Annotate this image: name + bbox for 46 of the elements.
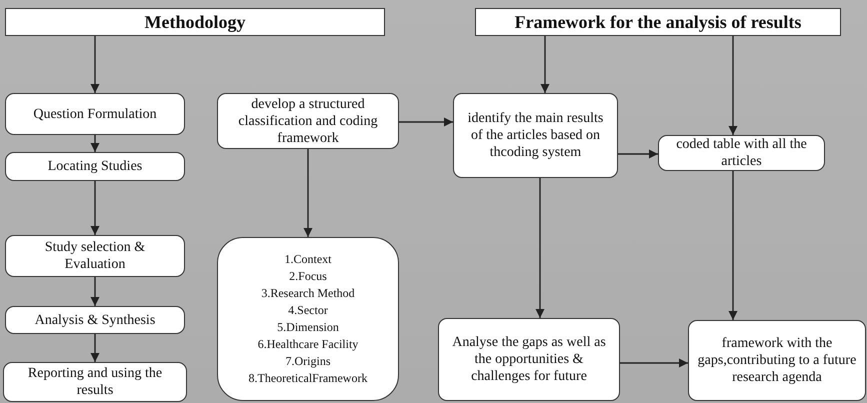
list-item: 6.Healthcare Facility	[258, 336, 358, 353]
list-item: 1.Context	[284, 251, 332, 268]
process-box	[3, 362, 187, 402]
list-item: 5.Dimension	[277, 319, 339, 336]
arrow	[399, 118, 453, 126]
list-item: 4.Sector	[288, 302, 328, 319]
step-text: Analyse the gaps as well as the opportunities & challenges for future	[451, 334, 607, 385]
step-text: identify the main results of the articles based on thcoding system	[466, 110, 604, 161]
arrow	[536, 178, 544, 318]
process-box	[5, 93, 185, 135]
list-item: 2.Focus	[289, 268, 327, 285]
arrow	[728, 36, 738, 135]
header-box	[475, 8, 841, 36]
process-box	[453, 93, 618, 178]
arrow	[728, 171, 738, 320]
arrow	[90, 135, 100, 152]
list-box	[217, 237, 399, 401]
arrow	[90, 181, 100, 235]
arrow	[90, 36, 100, 93]
process-box	[688, 320, 866, 401]
step-text: Study selection & Evaluation	[44, 239, 146, 273]
process-box	[438, 318, 620, 401]
arrow	[540, 36, 550, 93]
process-box	[5, 235, 185, 277]
step-text: Locating Studies	[48, 158, 142, 175]
process-box	[658, 135, 825, 171]
arrow	[90, 277, 100, 306]
step-text: Reporting and using the results	[26, 365, 164, 399]
list-item: 7.Origins	[286, 353, 330, 370]
step-text: Analysis & Synthesis	[34, 312, 156, 328]
arrow	[618, 150, 658, 158]
process-box	[5, 152, 185, 181]
step-text: coded table with all the articles	[675, 136, 808, 170]
step-text: framework with the gaps,contributing to a future research agenda	[697, 335, 857, 386]
list-item: 8.TheoreticalFramework	[248, 370, 368, 387]
arrow	[304, 149, 312, 237]
arrow	[620, 358, 688, 368]
heading: Framework for the analysis of results	[514, 11, 802, 33]
header-box	[5, 8, 385, 36]
process-box	[5, 306, 185, 334]
list-item: 3.Research Method	[261, 285, 355, 302]
step-text: develop a structured classification and coding framework	[237, 96, 379, 146]
heading: Methodology	[144, 11, 246, 33]
step-text: Question Formulation	[33, 106, 157, 122]
arrow	[90, 334, 100, 362]
process-box	[217, 93, 399, 149]
